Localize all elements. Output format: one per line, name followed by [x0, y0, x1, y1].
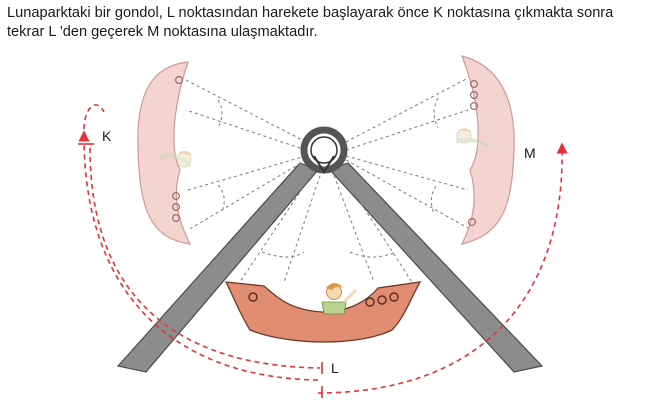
porthole-icon: [470, 79, 479, 88]
porthole-icon: [172, 203, 181, 212]
arc-l-to-k: [78, 130, 319, 381]
label-l: L: [331, 360, 339, 376]
rider-icon: [321, 283, 358, 315]
question-line-2: tekrar L 'den geçerek M noktasına ulaşma…: [7, 24, 318, 40]
rider-icon: [455, 128, 489, 148]
label-k: K: [102, 128, 112, 144]
swing-guides: [185, 77, 469, 283]
porthole-icon: [470, 90, 479, 99]
pivot-hub: [300, 126, 348, 174]
arc-k-loop: [83, 104, 105, 139]
porthole-icon: [470, 101, 479, 110]
rider-icon: [159, 150, 192, 168]
porthole-icon: [248, 292, 258, 302]
question-line-1: Lunaparktaki bir gondol, L noktasından h…: [7, 5, 614, 21]
right-support-leg: [328, 162, 544, 373]
label-m: M: [524, 145, 536, 161]
motion-paths: [78, 104, 568, 394]
position-ticks: [78, 143, 323, 398]
gondola-icon: [460, 55, 515, 245]
arc-k-to-l: [89, 147, 321, 369]
arc-l-to-m: [317, 142, 568, 394]
porthole-icon: [389, 292, 399, 302]
porthole-icon: [172, 192, 181, 201]
gondola-icon: [224, 281, 422, 343]
porthole-icon: [468, 218, 477, 227]
ghost-gondola-right: [455, 55, 515, 245]
porthole-icon: [365, 297, 375, 307]
ghost-gondola-left: [137, 61, 192, 245]
porthole-icon: [175, 75, 184, 84]
active-gondola: [224, 281, 422, 343]
question-text: Lunaparktaki bir gondol, L noktasından h…: [7, 4, 657, 42]
porthole-icon: [377, 295, 387, 305]
gondola-icon: [137, 61, 192, 245]
porthole-icon: [172, 214, 181, 223]
